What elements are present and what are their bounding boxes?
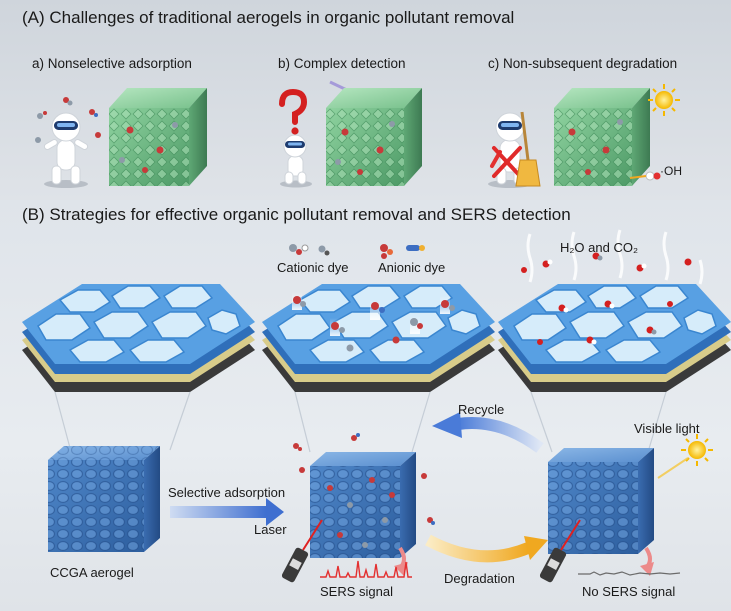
scatter-arrow-right (640, 546, 654, 576)
degradation-arrow (425, 534, 548, 563)
hydroxyl-radical-icon (629, 171, 661, 181)
floating-dye-molecules (293, 433, 435, 525)
ccga-aerogel-cube-left (48, 446, 160, 552)
degradation-product-molecules (537, 300, 673, 345)
visible-light-sun-icon (657, 434, 713, 479)
recycle-arrow (432, 412, 544, 453)
anionic-dye-icon (380, 244, 425, 259)
label-non-subsequent-degradation: c) Non-subsequent degradation (488, 56, 678, 71)
question-mark-icon (279, 88, 308, 135)
cross-icon (492, 146, 522, 178)
label-laser: Laser (254, 522, 287, 537)
sun-icon (648, 84, 680, 116)
graphene-layer-stack-left (22, 284, 255, 392)
label-recycle: Recycle (458, 402, 505, 417)
panel-a-title: (A) Challenges of traditional aerogels i… (22, 8, 515, 27)
laser-device-middle (281, 519, 323, 583)
traditional-aerogel-cube-b (326, 88, 422, 186)
label-selective-adsorption: Selective adsorption (168, 485, 286, 500)
broom-icon (515, 111, 541, 187)
label-anionic-dye: Anionic dye (378, 260, 446, 275)
label-ccga-aerogel: CCGA aerogel (50, 565, 134, 580)
robot-juggling-icon (43, 112, 89, 188)
cationic-dye-icon (289, 244, 330, 256)
robot-thinking-icon (280, 134, 312, 188)
label-no-sers-signal: No SERS signal (582, 584, 676, 599)
label-nonselective-adsorption: a) Nonselective adsorption (32, 56, 192, 71)
label-h2o-co2: H₂O and CO₂ (560, 240, 639, 255)
traditional-aerogel-cube-a (109, 88, 207, 186)
graphene-layer-stack-right (498, 284, 731, 392)
flat-spectrum (578, 571, 681, 576)
label-sers-signal: SERS signal (320, 584, 393, 599)
label-visible-light: Visible light (634, 421, 700, 436)
label-hydroxyl-radical: ·OH (660, 164, 682, 178)
adsorbed-dye-molecules (292, 292, 455, 352)
selective-adsorption-arrow (170, 498, 284, 526)
label-complex-detection: b) Complex detection (278, 56, 406, 71)
ccga-aerogel-cube-middle (310, 452, 416, 558)
label-degradation: Degradation (444, 571, 515, 586)
juggled-molecules (35, 97, 101, 143)
label-cationic-dye: Cationic dye (277, 260, 349, 275)
panel-b-title: (B) Strategies for effective organic pol… (22, 205, 571, 224)
ccga-aerogel-cube-right (548, 448, 654, 554)
vapor-plumes (526, 229, 704, 285)
traditional-aerogel-cube-c (554, 88, 650, 186)
laser-device-right (539, 519, 581, 583)
h2o-co2-molecules (521, 252, 692, 273)
graphene-layer-stack-middle (262, 284, 495, 392)
projection-lines (54, 391, 667, 453)
sers-spectrum (320, 560, 412, 578)
